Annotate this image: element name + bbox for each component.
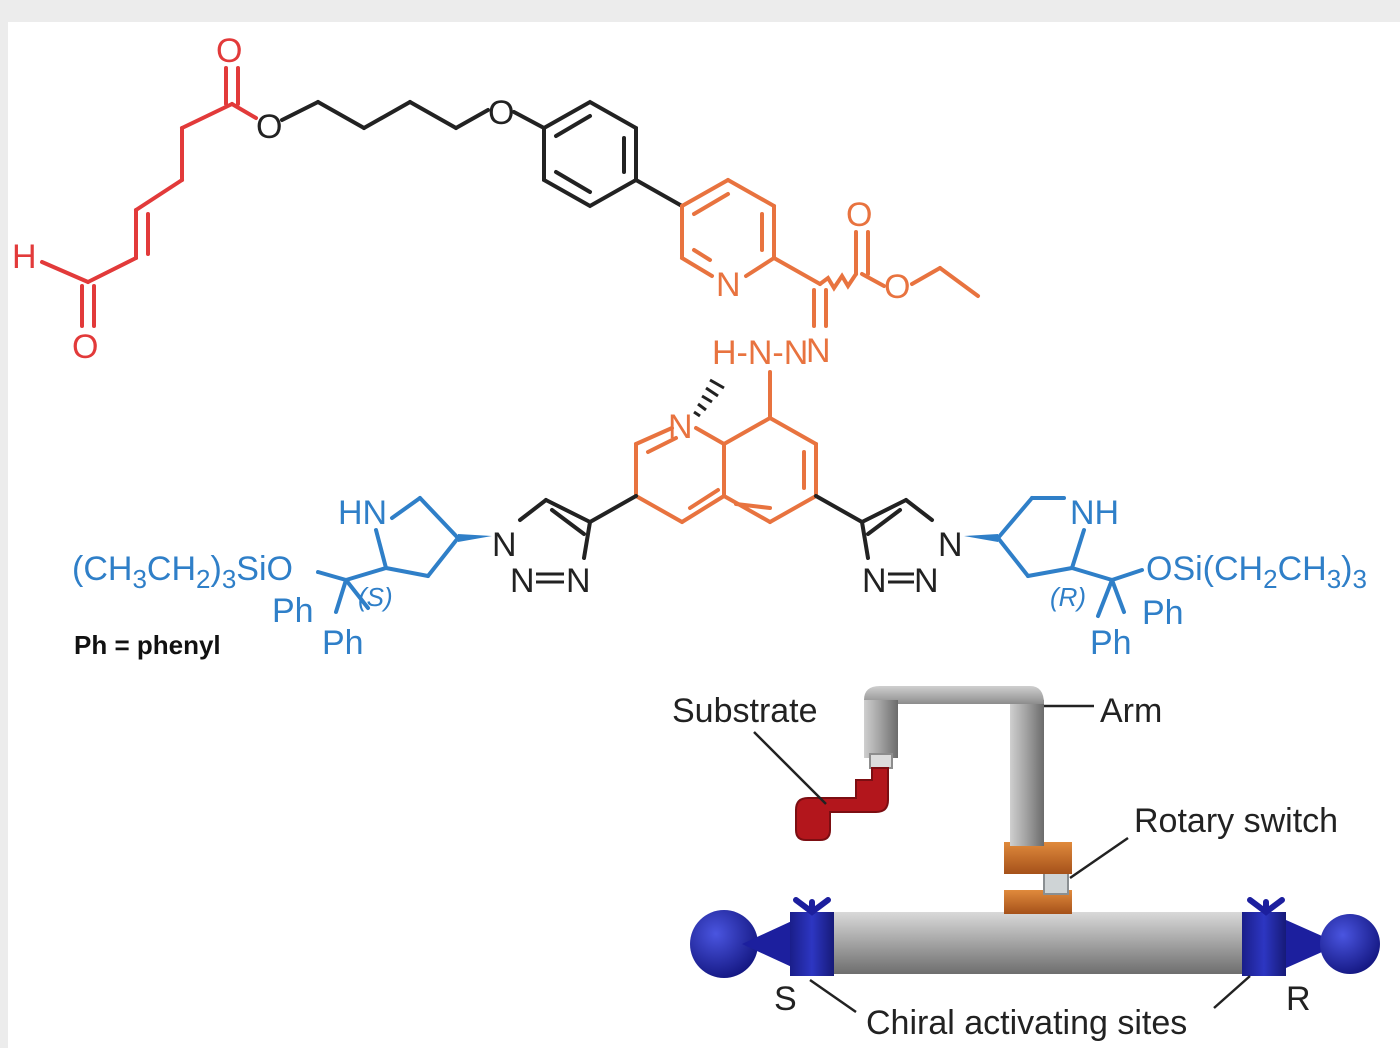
atom-o-carbonyl: O: [216, 32, 242, 70]
right-siloxy-group: OSi(CH2CH3)3: [1146, 550, 1367, 594]
orange-pyridine-ring: [680, 178, 980, 328]
label-r-site: R: [1286, 980, 1311, 1018]
arm-horizontal: [864, 686, 1044, 712]
label-rotary-switch: Rotary switch: [1134, 802, 1338, 840]
label-arm: Arm: [1100, 692, 1162, 730]
label-substrate: Substrate: [672, 692, 818, 730]
hydrogen-bond-hashes: [693, 378, 725, 418]
arm-vertical-left: [864, 700, 898, 758]
black-triazole-right: [814, 494, 934, 560]
arm-tip: [869, 753, 893, 769]
left-wedge-bond: [458, 534, 492, 542]
left-end-cone: [742, 920, 794, 968]
blue-pyrrolidine-left: [316, 496, 460, 614]
arm-vertical-right: [1010, 700, 1044, 846]
left-end-ball: [690, 910, 758, 978]
atom-hn-left: HN: [338, 494, 387, 532]
atom-n-quinoline: N: [668, 408, 693, 446]
label-chiral-activating-sites: Chiral activating sites: [866, 1004, 1187, 1042]
atom-n-imine: N: [806, 332, 831, 370]
atom-hn-hydrazone: H-N-N: [712, 334, 808, 372]
right-end-ball: [1320, 914, 1380, 974]
atom-ph-right-1: Ph: [1142, 594, 1184, 632]
right-end-cone: [1286, 920, 1340, 968]
rotary-switch-pin: [1043, 871, 1069, 895]
black-triazole-left: [518, 494, 638, 560]
right-site-tab: [1247, 897, 1285, 916]
atom-n-pyridine: N: [716, 266, 741, 304]
substrate-shape: [795, 767, 889, 841]
atom-ph-left-1: Ph: [272, 592, 314, 630]
atom-n3-left-triazole: N: [566, 562, 591, 600]
rotary-switch-upper: [1004, 842, 1072, 874]
left-chiral-site: [790, 912, 834, 976]
black-linker-chain: [280, 99, 684, 209]
left-triazole-nn-bond: [536, 572, 564, 584]
phenyl-caption: Ph = phenyl: [74, 630, 221, 660]
atom-n3-right-triazole: N: [914, 562, 939, 600]
blue-pyrrolidine-right: [996, 496, 1144, 618]
label-s-site: S: [774, 980, 797, 1018]
atom-n1-right-triazole: N: [938, 526, 963, 564]
right-triazole-nn-bond: [888, 572, 914, 584]
left-siloxy-group: (CH3CH2)3SiO: [72, 550, 293, 594]
label-s-stereocenter: (S): [358, 582, 393, 612]
atom-o-aldehyde: O: [72, 328, 98, 366]
atom-ph-left-2: Ph: [322, 624, 364, 662]
orange-quinoline-core: [634, 370, 818, 524]
atom-h-aldehyde: H: [12, 238, 37, 276]
leader-lines: [753, 704, 1251, 1014]
atom-n2-left-triazole: N: [510, 562, 535, 600]
axle-rod: [818, 912, 1258, 974]
atom-n1-left-triazole: N: [492, 526, 517, 564]
left-site-tab: [793, 897, 831, 916]
red-aldehyde-chain: [40, 66, 258, 328]
molecular-machine-cartoon: [690, 686, 1380, 978]
atom-n2-right-triazole: N: [862, 562, 887, 600]
atom-ph-right-2: Ph: [1090, 624, 1132, 662]
label-r-stereocenter: (R): [1050, 582, 1086, 612]
atom-o-ether: O: [488, 94, 514, 132]
atom-nh-right: NH: [1070, 494, 1119, 532]
atom-o-ester: O: [256, 108, 282, 146]
right-chiral-site: [1242, 912, 1286, 976]
atom-o-ethyl-ester: O: [884, 268, 910, 306]
right-wedge-bond: [964, 534, 998, 542]
atom-o-keto: O: [846, 196, 872, 234]
